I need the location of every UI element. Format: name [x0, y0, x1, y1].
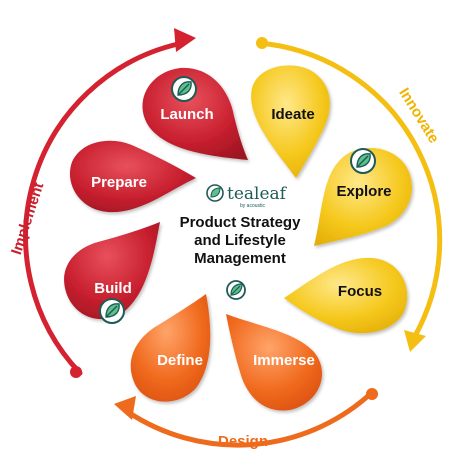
petal-define-label: Define	[157, 352, 203, 369]
design-arc	[125, 393, 371, 448]
leaf-badge-icon	[206, 184, 224, 202]
implement-arc-dot	[70, 366, 82, 378]
tealeaf-logo: tealeaf by acoustic	[206, 184, 288, 209]
implement-arrowhead	[174, 28, 196, 52]
petal-immerse-label: Immerse	[253, 352, 315, 369]
petal-build	[64, 222, 160, 320]
petal-launch-label: Launch	[160, 106, 213, 123]
center-title-line3: Management	[194, 250, 286, 267]
innovate-label: Innovate	[395, 85, 442, 146]
leaf-badge-icon	[350, 148, 376, 174]
leaf-badge-icon	[99, 298, 125, 324]
design-arc-dot	[366, 388, 378, 400]
implement-arc	[23, 41, 181, 376]
petal-define	[130, 294, 211, 402]
leaf-badge-icon	[171, 76, 197, 102]
innovate-arc	[265, 41, 443, 339]
innovate-arrowhead	[404, 330, 426, 352]
petal-focus	[284, 257, 408, 334]
center-title-line2: and Lifestyle	[194, 232, 286, 249]
design-arrowhead	[114, 396, 136, 420]
implement-label: Implement	[8, 180, 47, 257]
petal-ideate	[251, 65, 330, 178]
petal-ideate-label: Ideate	[271, 106, 314, 123]
petal-focus-label: Focus	[338, 283, 382, 300]
leaf-badge-icon	[226, 280, 246, 300]
petal-launch	[142, 67, 248, 160]
innovate-arc-dot	[256, 37, 268, 49]
center-title-line1: Product Strategy	[180, 214, 302, 231]
petal-explore	[314, 147, 413, 246]
brand-name: tealeaf	[227, 184, 288, 204]
petal-prepare	[69, 140, 196, 213]
petal-immerse	[226, 314, 323, 411]
petal-explore-label: Explore	[336, 183, 391, 200]
petal-build-label: Build	[94, 280, 132, 297]
petal-prepare-label: Prepare	[91, 174, 147, 191]
brand-sub: by acoustic	[240, 203, 266, 209]
design-label: Design	[218, 433, 268, 450]
